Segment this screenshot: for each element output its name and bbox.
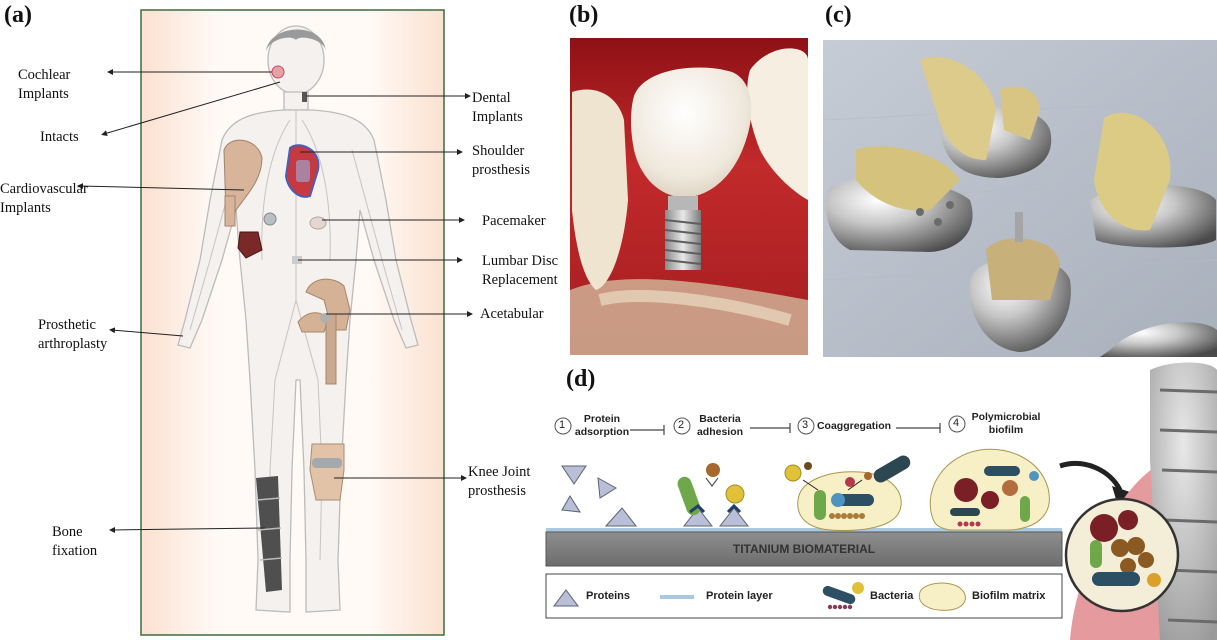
curve-arrow bbox=[1060, 463, 1120, 490]
legend-protein-layer-icon bbox=[660, 595, 694, 599]
legend-bacteria: Bacteria bbox=[870, 590, 913, 602]
legend-proteins: Proteins bbox=[586, 590, 630, 602]
step-2-number: 2 bbox=[678, 419, 684, 431]
stage2-bacteria bbox=[676, 463, 748, 526]
substrate-label: TITANIUM BIOMATERIAL bbox=[546, 542, 1062, 556]
stage1-proteins bbox=[562, 466, 636, 526]
step-1-number: 1 bbox=[559, 419, 565, 431]
stage4-biofilm bbox=[930, 449, 1049, 530]
legend-protein-layer: Protein layer bbox=[706, 590, 773, 602]
legend-matrix: Biofilm matrix bbox=[972, 590, 1045, 602]
step-3-number: 3 bbox=[802, 419, 808, 431]
step-3-label: Coaggregation bbox=[814, 420, 894, 433]
legend-matrix-icon bbox=[919, 583, 965, 610]
stage3-coaggregation bbox=[785, 453, 913, 531]
implant-closeup bbox=[1066, 363, 1217, 640]
step-4-number: 4 bbox=[953, 417, 959, 429]
